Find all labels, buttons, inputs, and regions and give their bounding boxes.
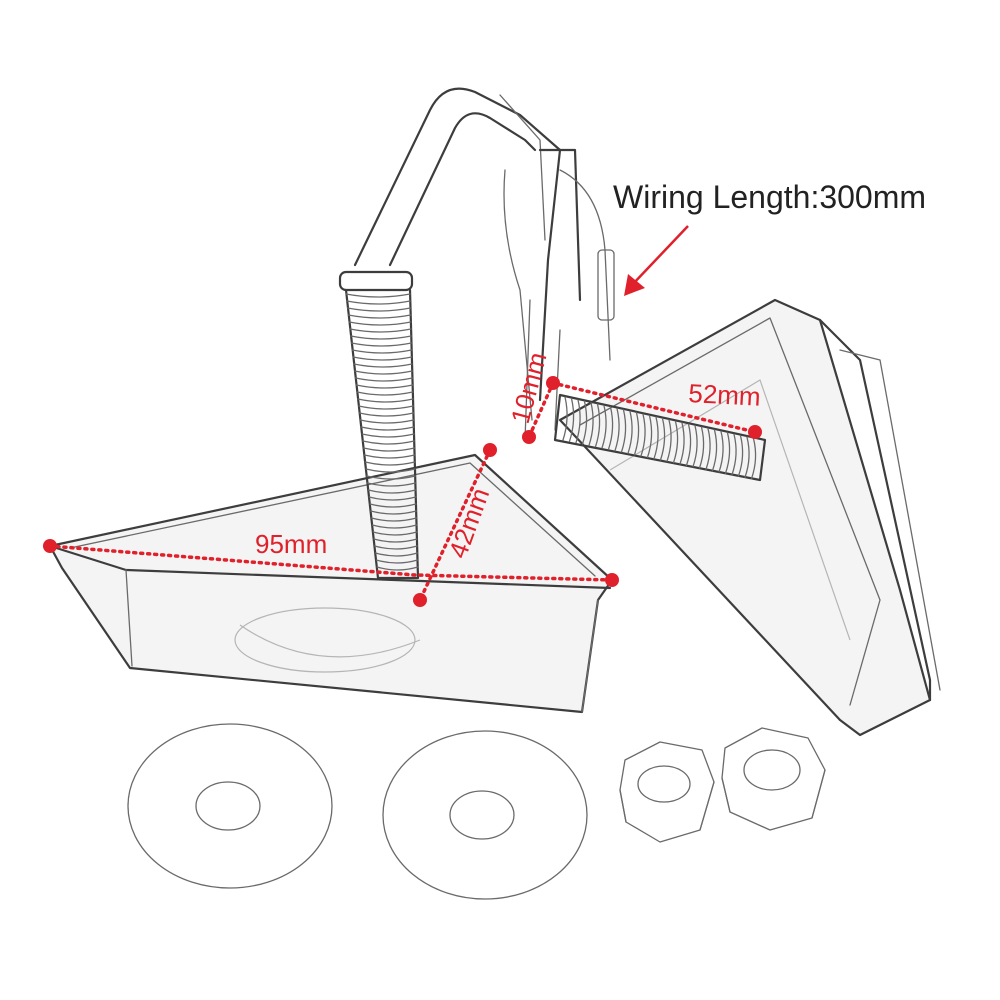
right-spring [553, 393, 767, 482]
spring-coil [364, 461, 416, 466]
spring-coil [363, 454, 416, 459]
wiring-length-label: Wiring Length:300mm [613, 179, 926, 215]
spring-coil [372, 531, 418, 536]
spring-coil [692, 425, 698, 468]
spring-coil [679, 422, 685, 465]
wiring-callout: Wiring Length:300mm [613, 179, 926, 296]
spring-coil [352, 356, 413, 361]
dimension-label-52mm: 52mm [688, 378, 762, 412]
washer-right [382, 730, 588, 900]
spring-coil [359, 419, 415, 424]
arrow-icon [624, 225, 689, 296]
dimension-label-95mm: 95mm [255, 529, 327, 559]
spring-coil [698, 426, 705, 469]
spring-coil [705, 427, 711, 470]
dimension-point [43, 539, 57, 553]
spring-coil [575, 399, 581, 444]
spring-coil [373, 538, 418, 543]
spring-coil [349, 328, 412, 333]
spring-coil [374, 552, 419, 557]
spring-coil [607, 406, 614, 450]
spring-coil [731, 433, 737, 476]
spring-coil [374, 545, 418, 550]
spring-coil [357, 398, 414, 403]
spring-coil [594, 403, 601, 448]
spring-coil [370, 510, 417, 515]
spring-coil [744, 436, 750, 478]
spring-coil [646, 414, 653, 458]
spring-coil [568, 397, 575, 442]
spring-coil [354, 377, 414, 382]
spring-coil [711, 429, 718, 472]
spring-coil [345, 293, 411, 298]
spring-coil [581, 400, 588, 445]
dimension-label-10mm: 10mm [505, 349, 553, 427]
spring-coil [614, 407, 620, 452]
spring-coil [601, 404, 607, 449]
spring-coil [371, 524, 418, 529]
spring-coil [347, 314, 412, 319]
spring-coil [376, 566, 419, 571]
spring-coil [361, 433, 415, 438]
spring-coil [353, 363, 413, 368]
spring-coil [350, 342, 413, 347]
spring-coil [356, 391, 414, 396]
dimension-95mm: 95mm [43, 529, 619, 587]
spring-coil [348, 321, 412, 326]
spring-coil [362, 447, 416, 452]
spring-coil [718, 430, 724, 473]
spring-coil [360, 426, 415, 431]
spring-coil [362, 440, 415, 445]
right-lamp-housing [558, 298, 941, 737]
spring-coil [562, 396, 568, 441]
dimension-point [605, 573, 619, 587]
dimension-point [748, 425, 762, 439]
spring-coil [633, 412, 640, 456]
hex-nut-left [619, 741, 715, 843]
hex-nut-right [721, 727, 826, 831]
spring-coil [750, 437, 757, 480]
spring-coil [365, 468, 416, 473]
spring-coil [366, 482, 417, 487]
washer-left [127, 723, 333, 889]
left-lamp-housing [48, 453, 614, 714]
left-spring [338, 270, 420, 580]
spring-coil [367, 489, 417, 494]
spring-coil [685, 423, 692, 466]
spring-coil [375, 559, 419, 564]
spring-coil [354, 370, 413, 375]
dimension-52mm: 52mm [551, 378, 762, 439]
spring-coil [369, 503, 417, 508]
spring-coil [627, 410, 633, 454]
spring-coil [368, 496, 417, 501]
spring-coil [672, 420, 679, 464]
dimension-point [483, 443, 497, 457]
spring-coil [346, 300, 411, 305]
spring-coil [737, 435, 744, 477]
spring-coil [346, 307, 412, 312]
dimension-10mm: 10mm [505, 349, 560, 444]
spring-coil [659, 417, 666, 461]
dimension-point [413, 593, 427, 607]
spring-coil [366, 475, 416, 480]
spring-coil [640, 413, 646, 457]
spring-coil [351, 349, 413, 354]
spring-coil [355, 384, 414, 389]
spring-coil [620, 409, 627, 453]
spring-coil [350, 335, 412, 340]
spring-coil [666, 419, 672, 462]
spring-coil [358, 405, 414, 410]
spring-coil [588, 402, 594, 446]
dimension-point [522, 430, 536, 444]
spring-coil [370, 517, 418, 522]
spring-coil [724, 432, 731, 474]
spring-coil [358, 412, 415, 417]
spring-coil [653, 416, 659, 460]
